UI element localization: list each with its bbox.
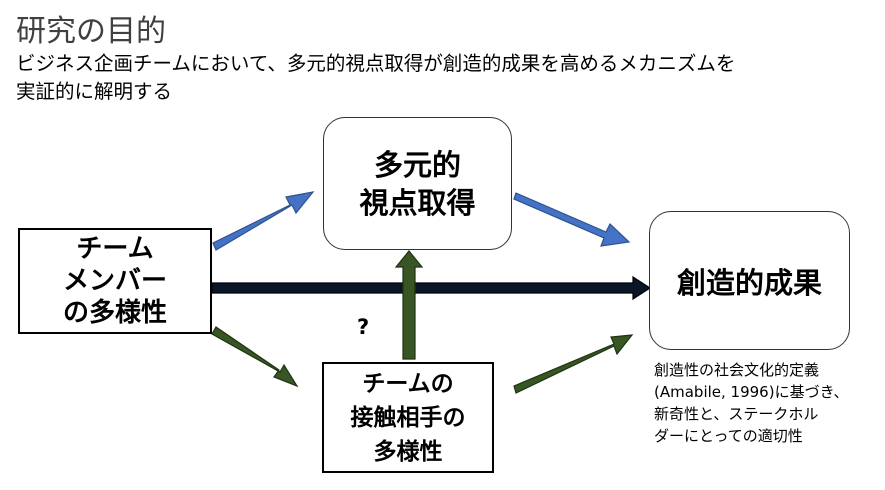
node-label-line: の多様性: [62, 298, 167, 328]
subtitle-line-2: 実証的に解明する: [16, 80, 173, 103]
node-label-line: メンバー: [62, 266, 167, 296]
node-contact-diversity: チームの 接触相手の 多様性: [322, 362, 494, 473]
note-line: (Amabile, 1996)に基づき、: [654, 383, 849, 401]
note-line: ダーにとっての適切性: [654, 427, 803, 445]
node-creative-outcome: 創造的成果: [649, 211, 850, 350]
arrow-perspective-to-creative: [513, 192, 631, 247]
question-mark: ?: [357, 315, 370, 339]
note-line: 創造性の社会文化的定義: [654, 361, 820, 379]
node-label: 創造的成果: [676, 265, 822, 300]
node-perspective-taking: 多元的 視点取得: [323, 117, 512, 250]
node-label-line: チームの: [362, 370, 454, 397]
arrow-contacts-to-perspective: [394, 250, 424, 360]
page-title: 研究の目的: [16, 14, 166, 49]
definition-note: 創造性の社会文化的定義 (Amabile, 1996)に基づき、 新奇性と、ステ…: [654, 359, 849, 447]
node-label-line: チーム: [76, 234, 154, 264]
subtitle: ビジネス企画チームにおいて、多元的視点取得が創造的成果を高めるメカニズムを 実証…: [16, 50, 866, 106]
node-label-line: 接触相手の: [350, 404, 466, 431]
arrow-members-to-creative: [211, 275, 652, 301]
arrow-contacts-to-creative: [513, 334, 634, 394]
node-label-line: 多元的: [373, 147, 461, 182]
arrow-members-to-contacts: [211, 326, 299, 388]
note-line: 新奇性と、ステークホル: [654, 405, 819, 423]
node-label-line: 多様性: [373, 438, 443, 465]
arrow-members-to-perspective: [212, 191, 315, 251]
node-team-member-diversity: チーム メンバー の多様性: [18, 228, 212, 334]
node-label-line: 視点取得: [359, 185, 476, 220]
subtitle-line-1: ビジネス企画チームにおいて、多元的視点取得が創造的成果を高めるメカニズムを: [16, 52, 736, 75]
